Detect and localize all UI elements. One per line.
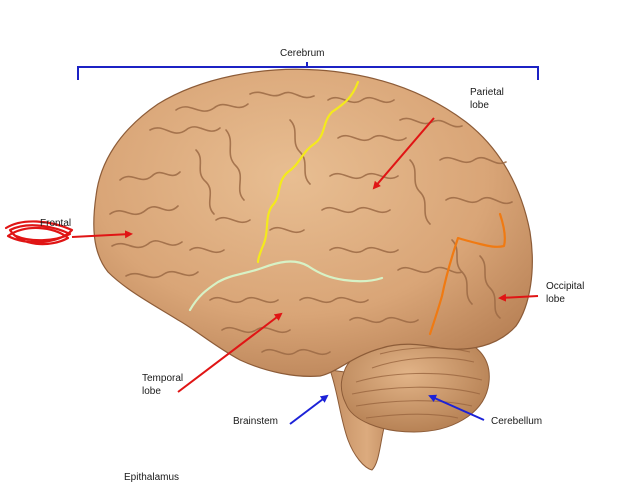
frontal-arrow	[71, 230, 133, 239]
brainstem-arrow	[289, 394, 329, 425]
lateral-sulcus-line	[188, 260, 384, 312]
red-arrows	[71, 117, 539, 393]
cerebrum-bracket	[77, 62, 539, 80]
occipital-arrow	[498, 293, 539, 302]
label-temporal-line1: Temporal	[142, 373, 184, 384]
label-cerebellum: Cerebellum	[491, 416, 543, 427]
red-scribble	[4, 220, 74, 246]
label-parietal-line2: lobe	[470, 100, 489, 111]
label-brainstem: Brainstem	[233, 416, 279, 427]
label-temporal-line2: lobe	[142, 386, 161, 397]
label-parietal-line1: Parietal	[470, 87, 504, 98]
parietal-arrow	[372, 117, 435, 190]
label-epithalamus: Epithalamus	[124, 472, 180, 483]
label-cerebrum: Cerebrum	[280, 48, 325, 59]
cerebellum-arrow	[428, 394, 485, 421]
label-occipital-line2: lobe	[546, 294, 565, 305]
cerebellum-folia	[351, 347, 483, 419]
label-frontal: Frontal	[40, 218, 72, 229]
central-sulcus-line	[256, 80, 360, 264]
cerebrum-shape	[93, 68, 533, 377]
brain-gyri	[109, 91, 513, 356]
label-occipital-line1: Occipital	[546, 281, 585, 292]
blue-arrows	[289, 394, 485, 425]
parieto-occipital-line	[428, 212, 506, 336]
temporal-arrow	[177, 312, 283, 393]
